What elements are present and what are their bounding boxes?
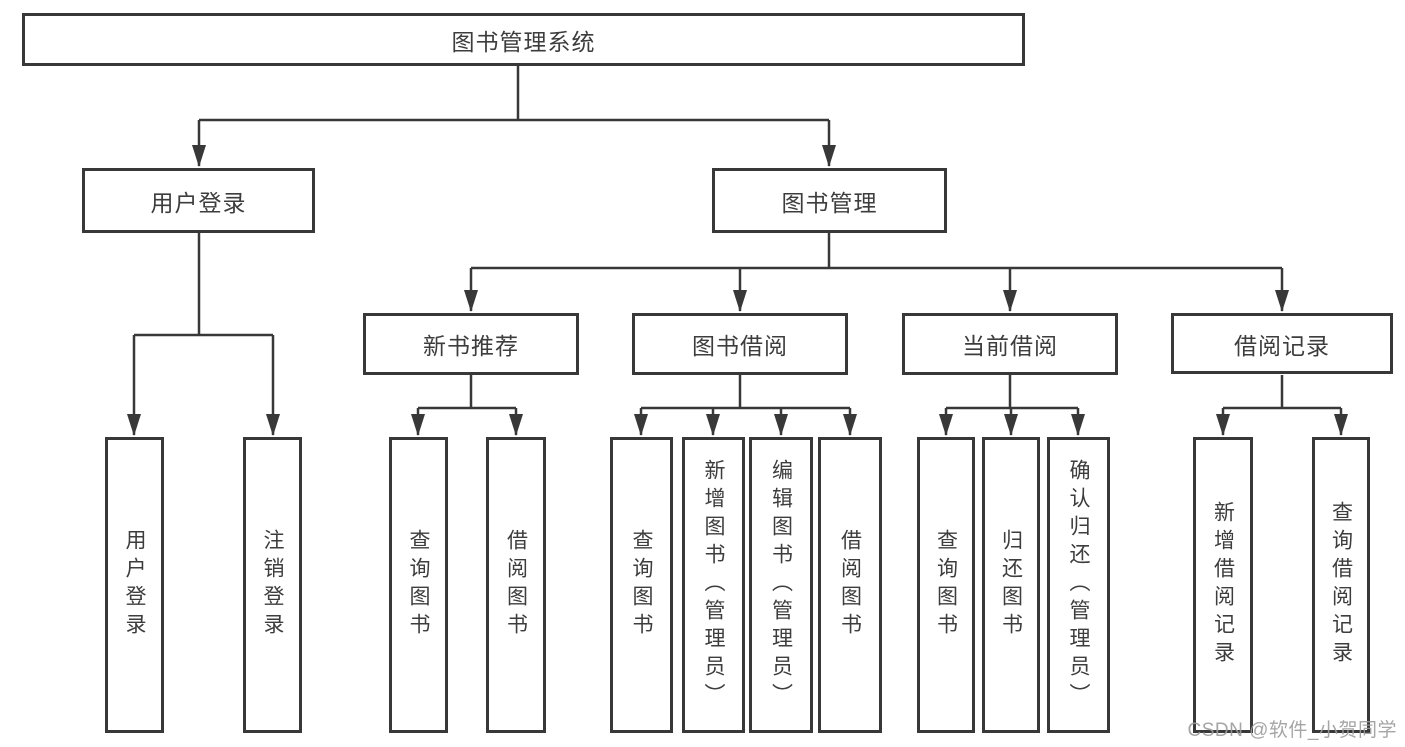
node-leaf-edit-book-admin: 编辑图书（管理员） bbox=[749, 437, 813, 733]
node-current-borrowing: 当前借阅 bbox=[902, 313, 1118, 375]
node-leaf-return-book: 归还图书 bbox=[982, 437, 1040, 733]
leaf-label: 查询借阅记录 bbox=[1329, 501, 1353, 669]
leaf-label: 借阅图书 bbox=[838, 529, 862, 641]
node-library-system: 图书管理系统 bbox=[22, 13, 1025, 66]
node-leaf-user-login: 用户登录 bbox=[105, 437, 164, 733]
leaf-label: 注销登录 bbox=[261, 529, 284, 641]
leaf-label: 确认归还（管理员） bbox=[1067, 459, 1090, 711]
node-user-login-branch: 用户登录 bbox=[82, 168, 315, 233]
leaf-label: 新增借阅记录 bbox=[1211, 501, 1235, 669]
node-leaf-add-book-admin: 新增图书（管理员） bbox=[682, 437, 745, 733]
leaf-label: 用户登录 bbox=[123, 529, 146, 641]
leaf-label: 新增图书（管理员） bbox=[702, 459, 725, 711]
csdn-watermark: CSDN @软件_小贺同学 bbox=[1187, 720, 1397, 741]
leaf-label: 编辑图书（管理员） bbox=[769, 459, 793, 711]
node-new-book-recommend: 新书推荐 bbox=[363, 313, 579, 375]
node-book-management: 图书管理 bbox=[712, 168, 947, 233]
node-leaf-add-borrow-record: 新增借阅记录 bbox=[1193, 437, 1253, 733]
leaf-label: 借阅图书 bbox=[504, 529, 528, 641]
leaf-label: 查询图书 bbox=[934, 529, 958, 641]
node-borrow-records: 借阅记录 bbox=[1171, 313, 1393, 374]
node-leaf-query-books-recommend: 查询图书 bbox=[389, 437, 448, 733]
node-leaf-confirm-return-admin: 确认归还（管理员） bbox=[1047, 437, 1110, 733]
leaf-label: 查询图书 bbox=[407, 529, 430, 641]
node-leaf-query-borrow-record: 查询借阅记录 bbox=[1312, 437, 1370, 733]
node-book-borrowing: 图书借阅 bbox=[632, 313, 848, 375]
node-leaf-borrow-books: 借阅图书 bbox=[818, 437, 882, 733]
leaf-label: 归还图书 bbox=[999, 529, 1023, 641]
node-leaf-query-books-current: 查询图书 bbox=[917, 437, 975, 733]
node-leaf-borrow-books-recommend: 借阅图书 bbox=[486, 437, 546, 733]
node-leaf-query-books-borrow: 查询图书 bbox=[610, 437, 673, 733]
leaf-label: 查询图书 bbox=[630, 529, 653, 641]
node-leaf-logout: 注销登录 bbox=[243, 437, 302, 733]
